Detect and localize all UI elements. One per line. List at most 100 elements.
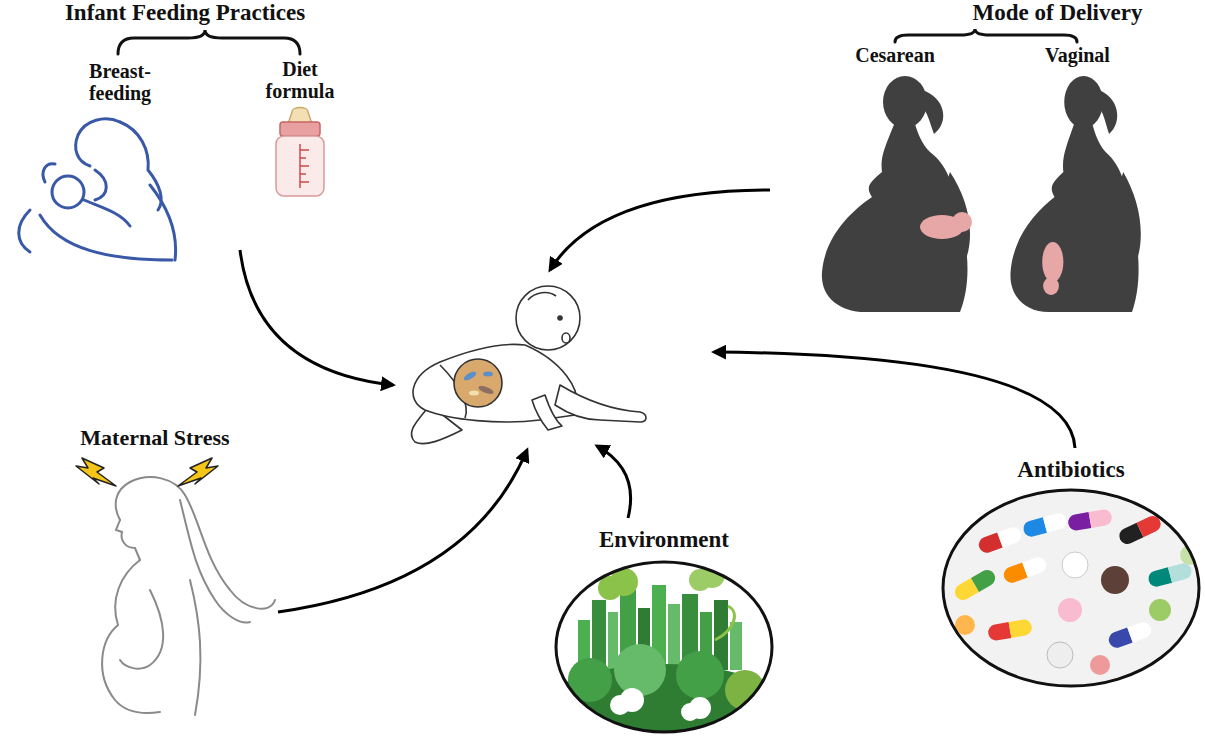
pill-illustration	[1117, 513, 1164, 546]
influence-arrow	[597, 446, 631, 518]
label-holder: Mode of Delivery	[915, 0, 1200, 26]
pregnant-silhouette	[1042, 242, 1063, 282]
influence-arrow	[714, 352, 1075, 448]
pill-illustration	[1002, 555, 1049, 585]
circle-border	[556, 562, 772, 732]
lightning-bolt	[76, 458, 218, 486]
pregnant-silhouette	[920, 90, 943, 134]
circle-outline	[940, 456, 1202, 691]
crawling-baby	[558, 316, 562, 320]
stressed-mother-drawing	[102, 477, 275, 715]
factor-label: Environment	[553, 526, 775, 554]
pill-illustration	[1047, 642, 1073, 668]
pill-illustration	[1067, 508, 1113, 531]
influence-arrow	[240, 190, 1075, 612]
stressed-mother-drawing	[185, 495, 275, 609]
city-illustration	[715, 606, 734, 640]
breastfeeding-drawing	[43, 164, 55, 182]
formula-bottle	[276, 108, 324, 197]
pill-illustration	[987, 622, 1011, 642]
influence-arrow	[550, 190, 770, 270]
breastfeeding-drawing	[120, 122, 161, 210]
city-illustration	[689, 697, 711, 719]
stressed-mother-drawing	[120, 590, 163, 669]
city-illustration	[620, 688, 644, 712]
stressed-mother-drawing	[116, 520, 140, 560]
crawling-baby	[469, 391, 479, 396]
breastfeeding-drawing	[84, 200, 130, 226]
pregnant-silhouette	[822, 76, 972, 312]
group-heading: Infant Feeding Practices	[20, 0, 350, 26]
curly-bracket	[118, 30, 300, 54]
breastfeeding-drawing	[52, 176, 84, 208]
crawling-baby	[462, 370, 477, 382]
factor-label: Diet formula	[250, 58, 350, 103]
city-illustration	[529, 560, 799, 736]
label-holder: Breast- feeding	[70, 60, 170, 105]
factor-label: Vaginal	[1020, 44, 1135, 66]
illustration-circle: Antibiotics	[940, 456, 1202, 691]
pregnant-silhouette	[1043, 277, 1059, 295]
label-holder: Infant Feeding Practices	[20, 0, 350, 26]
label-holder: Cesarean	[830, 44, 960, 66]
formula-bottle	[280, 122, 320, 136]
pill-illustration	[952, 567, 998, 603]
city-illustration	[730, 622, 742, 670]
pill-illustration	[1022, 555, 1048, 578]
pill-illustration	[1022, 517, 1047, 538]
pill-illustration	[1147, 562, 1194, 589]
crawling-baby	[454, 359, 502, 407]
crawling-baby	[477, 384, 494, 395]
breastfeeding-drawing	[76, 119, 120, 166]
pill-illustration	[1043, 512, 1068, 533]
city-illustration	[676, 651, 724, 699]
pill-illustration	[977, 525, 1024, 555]
label-holder: Maternal Stress	[30, 426, 280, 451]
circle-border	[943, 490, 1199, 686]
breastfeeding-drawing	[19, 210, 30, 252]
pregnant-silhouette	[1010, 76, 1140, 312]
breastfeeding-drawing	[40, 215, 172, 260]
pill-illustration	[1067, 512, 1091, 532]
breastfeeding-drawing	[19, 119, 176, 260]
pill-illustration	[940, 488, 1204, 690]
pill-illustration	[1009, 618, 1033, 638]
pill-illustration	[997, 525, 1023, 548]
crawling-baby	[516, 286, 580, 350]
group-heading: Mode of Delivery	[915, 0, 1200, 26]
pill-illustration	[971, 567, 998, 592]
factor-label: Antibiotics	[940, 456, 1202, 484]
pill-illustration	[1089, 508, 1113, 528]
lightning-bolt	[76, 458, 116, 486]
crawling-baby	[483, 372, 493, 377]
influence-arrow	[278, 450, 527, 612]
pill-illustration	[1149, 599, 1171, 621]
crawling-baby	[528, 293, 556, 300]
crawling-baby	[413, 344, 577, 422]
stressed-mother-drawing	[190, 580, 200, 715]
pill-illustration	[1107, 620, 1154, 650]
factor-label: Maternal Stress	[30, 426, 280, 451]
pregnant-silhouette	[1119, 172, 1141, 272]
pill-illustration	[1101, 566, 1129, 594]
city-illustration	[668, 604, 680, 670]
pregnant-silhouette	[952, 212, 972, 232]
pill-illustration	[1062, 552, 1088, 578]
factor-label: Cesarean	[830, 44, 960, 66]
influence-arrow	[240, 250, 393, 385]
pill-illustration	[1022, 512, 1069, 539]
factor-label: Breast- feeding	[70, 60, 170, 105]
stressed-mother-drawing	[180, 500, 250, 623]
label-holder: Diet formula	[250, 58, 350, 103]
formula-bottle	[276, 136, 324, 196]
breastfeeding-drawing	[150, 185, 176, 260]
crawling-baby	[411, 286, 646, 444]
label-holder: Vaginal	[1020, 44, 1135, 66]
pill-illustration	[1147, 567, 1172, 588]
stressed-mother-drawing	[116, 477, 185, 520]
crawling-baby	[562, 333, 570, 343]
curly-bracket	[895, 29, 1077, 42]
city-illustration	[614, 644, 666, 696]
formula-bottle	[300, 144, 309, 188]
